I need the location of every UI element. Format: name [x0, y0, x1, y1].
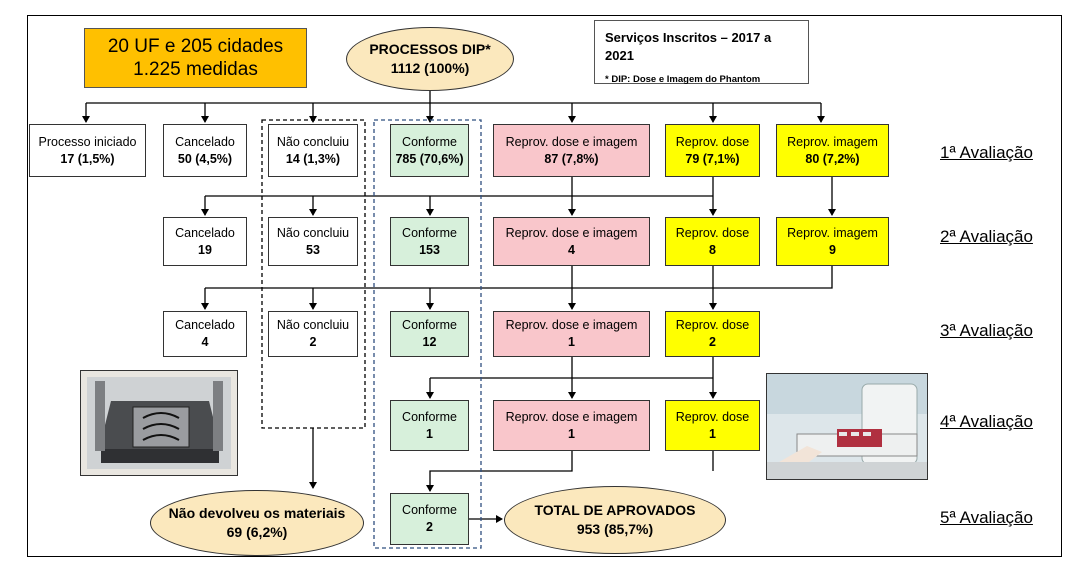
r3-reprov-dose-imagem: Reprov. dose e imagem 1: [493, 311, 650, 357]
eval-label-5: 5ª Avaliação: [940, 508, 1033, 527]
r3-nao-value: 2: [309, 335, 317, 349]
r1-imagem-label: Reprov. imagem: [787, 134, 878, 149]
r2-nao-value: 53: [306, 242, 320, 257]
r3-nao-label: Não concluiu: [276, 318, 350, 332]
r1-cancelado-label: Cancelado: [175, 134, 235, 149]
eval-label-2: 2ª Avaliação: [940, 227, 1033, 246]
r3-dose-label: Reprov. dose: [675, 318, 750, 332]
r5-conforme-value: 2: [426, 520, 433, 534]
r4-conforme-value: 1: [426, 426, 433, 441]
r1-iniciado-value: 17 (1,5%): [60, 151, 115, 166]
r1-dosimg-label: Reprov. dose e imagem: [505, 134, 638, 149]
r1-nao-label: Não concluiu: [276, 134, 350, 149]
r3-reprov-dose: Reprov. dose 2: [665, 311, 760, 357]
r1-imagem-value: 80 (7,2%): [805, 151, 860, 166]
r3-cancelado: Cancelado 4: [163, 311, 247, 357]
r2-cancelado: Cancelado 19: [163, 217, 247, 266]
r1-reprov-imagem: Reprov. imagem 80 (7,2%): [776, 124, 889, 177]
r2-cancelado-label: Cancelado: [175, 225, 235, 240]
r1-cancelado: Cancelado 50 (4,5%): [163, 124, 247, 177]
nao-devolveu-node: Não devolveu os materiais 69 (6,2%): [150, 490, 364, 556]
r1-nao-value: 14 (1,3%): [285, 151, 341, 166]
mammography-photo: [766, 373, 928, 480]
r4-dose-label: Reprov. dose: [675, 409, 750, 424]
processos-dip-value: 1112 (100%): [390, 60, 470, 76]
r2-reprov-dose-imagem: Reprov. dose e imagem 4: [493, 217, 650, 266]
r2-cancelado-value: 19: [198, 242, 212, 257]
r2-dose-label: Reprov. dose: [675, 225, 750, 240]
total-aprovados-label: TOTAL DE APROVADOS: [534, 502, 696, 518]
info-note: * DIP: Dose e Imagem do Phantom: [605, 74, 761, 85]
r3-cancelado-label: Cancelado: [175, 318, 235, 332]
r1-dose-value: 79 (7,1%): [685, 151, 740, 166]
r1-processo-iniciado: Processo iniciado 17 (1,5%): [29, 124, 146, 177]
r5-conforme-label: Conforme: [402, 503, 457, 517]
processos-dip-node: PROCESSOS DIP* 1112 (100%): [346, 27, 514, 91]
r2-conforme: Conforme 153: [390, 217, 469, 266]
r4-dosimg-value: 1: [568, 426, 575, 441]
r4-dosimg-label: Reprov. dose e imagem: [505, 409, 638, 424]
r1-conforme-value: 785 (70,6%): [395, 151, 464, 166]
r2-nao-concluiu: Não concluiu 53: [268, 217, 358, 266]
connector: [426, 451, 573, 492]
r1-dose-label: Reprov. dose: [675, 134, 750, 149]
r2-reprov-imagem: Reprov. imagem 9: [776, 217, 889, 266]
r4-dose-value: 1: [709, 426, 716, 441]
r5-conforme: Conforme 2: [390, 493, 469, 545]
r1-dosimg-value: 87 (7,8%): [544, 151, 599, 166]
r1-nao-concluiu: Não concluiu 14 (1,3%): [268, 124, 358, 177]
phantom-image: [81, 371, 237, 475]
conforme-group: [373, 119, 482, 549]
r2-reprov-dose: Reprov. dose 8: [665, 217, 760, 266]
r2-dosimg-value: 4: [568, 242, 575, 257]
eval-label-3: 3ª Avaliação: [940, 321, 1033, 340]
eval-label-4: 4ª Avaliação: [940, 412, 1033, 431]
info-box: Serviços Inscritos – 2017 a 2021 * DIP: …: [594, 20, 809, 85]
r2-dosimg-label: Reprov. dose e imagem: [505, 225, 638, 240]
phantom-photo: [80, 370, 238, 476]
total-aprovados-node: TOTAL DE APROVADOS 953 (85,7%): [504, 486, 726, 554]
connector: [205, 266, 833, 289]
r3-dosimg-label: Reprov. dose e imagem: [505, 318, 638, 332]
r3-dosimg-value: 1: [568, 335, 575, 349]
r3-conforme-label: Conforme: [402, 318, 457, 332]
r2-conforme-label: Conforme: [402, 225, 457, 240]
r3-cancelado-value: 4: [201, 335, 209, 349]
r4-reprov-dose-imagem: Reprov. dose e imagem 1: [493, 400, 650, 451]
r2-imagem-value: 9: [829, 242, 836, 257]
total-aprovados-value: 953 (85,7%): [576, 521, 654, 537]
r4-reprov-dose: Reprov. dose 1: [665, 400, 760, 451]
r1-conforme: Conforme 785 (70,6%): [390, 124, 469, 177]
processos-dip-title: PROCESSOS DIP*: [369, 41, 491, 57]
r1-reprov-dose: Reprov. dose 79 (7,1%): [665, 124, 760, 177]
r1-iniciado-label: Processo iniciado: [38, 134, 137, 149]
nao-devolveu-label: Não devolveu os materiais: [168, 505, 346, 521]
r2-conforme-value: 153: [419, 242, 440, 257]
r1-reprov-dose-imagem: Reprov. dose e imagem 87 (7,8%): [493, 124, 650, 177]
nao-devolveu-value: 69 (6,2%): [226, 524, 288, 540]
r2-imagem-label: Reprov. imagem: [787, 225, 878, 240]
summary-box: 20 UF e 205 cidades 1.225 medidas: [84, 28, 307, 88]
r4-conforme-label: Conforme: [402, 409, 457, 424]
r1-conforme-label: Conforme: [402, 134, 457, 149]
summary-line1: 20 UF e 205 cidades: [107, 36, 284, 57]
r3-conforme: Conforme 12: [390, 311, 469, 357]
r1-cancelado-value: 50 (4,5%): [177, 151, 233, 166]
r3-nao-concluiu: Não concluiu 2: [268, 311, 358, 357]
mammography-image: [767, 374, 927, 479]
diagram-frame: [27, 15, 1062, 557]
r3-dose-value: 2: [709, 335, 716, 349]
info-title: Serviços Inscritos – 2017 a 2021: [605, 30, 772, 63]
r2-nao-label: Não concluiu: [276, 225, 350, 240]
r4-conforme: Conforme 1: [390, 400, 469, 451]
nao-concluiu-group: [261, 119, 366, 429]
r3-conforme-value: 12: [422, 335, 437, 349]
r2-dose-value: 8: [709, 242, 716, 257]
summary-line2: 1.225 medidas: [133, 59, 258, 80]
eval-label-1: 1ª Avaliação: [940, 143, 1033, 162]
